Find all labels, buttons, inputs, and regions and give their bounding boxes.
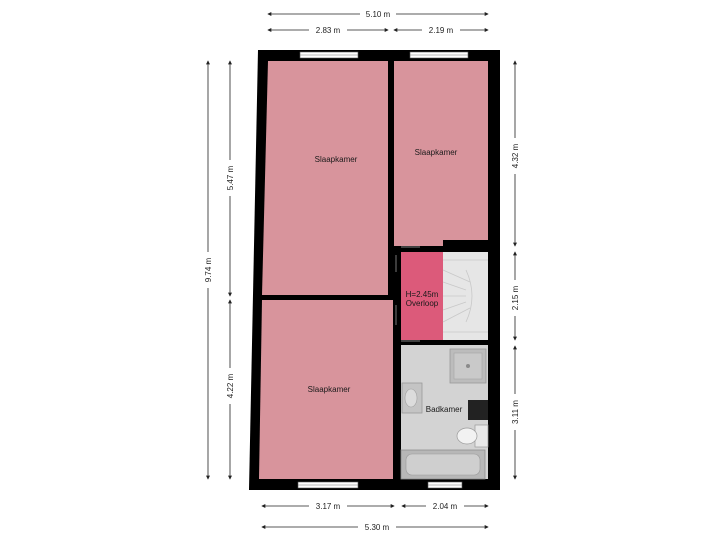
bedroom-label-top-left: Slaapkamer [315, 155, 358, 164]
bedroom-label-bottom: Slaapkamer [308, 385, 351, 394]
bathroom-label: Badkamer [426, 405, 463, 414]
bedroom-bottom-area [259, 300, 393, 479]
dim-right-bottom: 3.11 m [511, 400, 520, 424]
dim-right-top: 4.32 m [511, 143, 520, 168]
dim-bottom-left: 3.17 m [316, 502, 341, 511]
dim-top-total: 5.10 m [366, 10, 391, 19]
stair-void [443, 240, 488, 249]
dim-right-middle: 2.15 m [511, 285, 520, 310]
bedroom-top-left-area [262, 61, 388, 295]
bathroom-fixtures [400, 348, 489, 480]
stair-treads [442, 259, 488, 333]
boiler-cabinet [468, 400, 488, 420]
dim-left-total: 9.74 m [204, 257, 213, 282]
landing-label: Overloop [406, 299, 439, 308]
window-sashes [298, 54, 468, 486]
bedroom-label-top-right: Slaapkamer [415, 148, 458, 157]
dim-left-lower: 4.22 m [226, 373, 235, 398]
dim-top-left: 2.83 m [316, 26, 341, 35]
landing-area [401, 252, 443, 340]
dim-left-upper: 5.47 m [226, 165, 235, 190]
dim-bottom-right: 2.04 m [433, 502, 458, 511]
bedroom-top-right-area [394, 61, 488, 246]
landing-height-label: H=2.45m [406, 290, 439, 299]
door-openings [395, 246, 420, 342]
dim-bottom-total: 5.30 m [365, 523, 390, 532]
dim-top-right: 2.19 m [429, 26, 454, 35]
